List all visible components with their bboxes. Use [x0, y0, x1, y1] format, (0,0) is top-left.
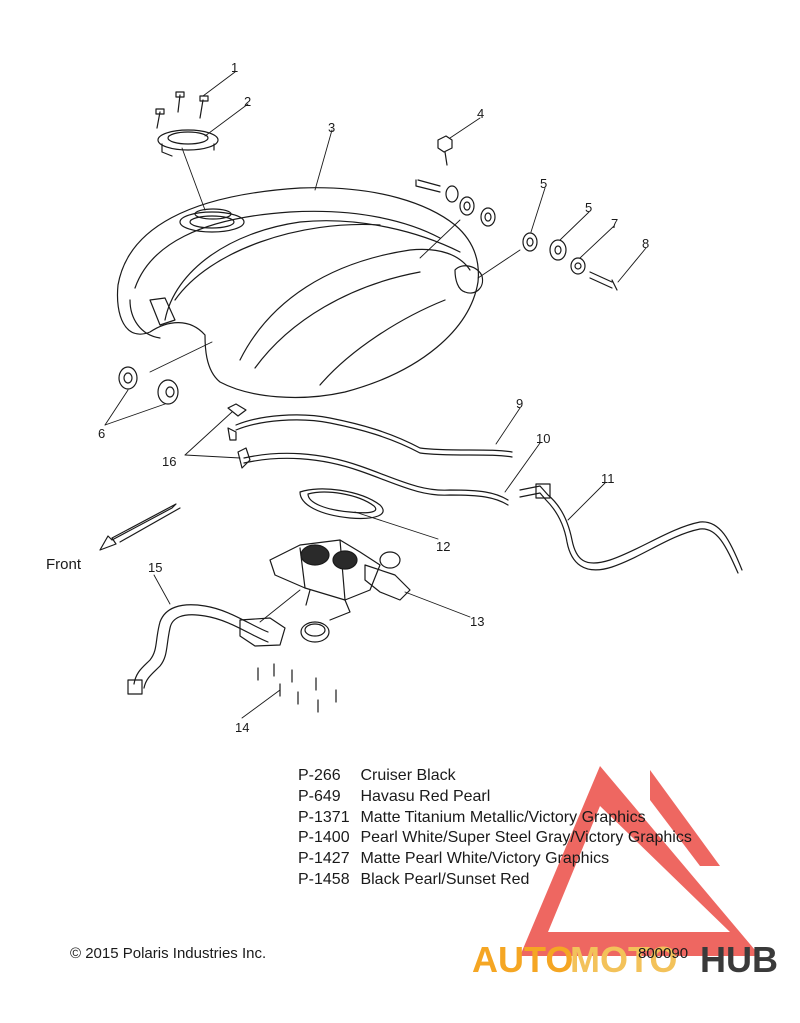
automotohub-watermark: AUTO MOTO HUB — [472, 766, 778, 980]
filler-ring — [157, 129, 219, 157]
pump-gasket — [299, 488, 384, 520]
watermark-auto: AUTO — [472, 939, 573, 980]
paint-option: P-266 Cruiser Black — [298, 767, 456, 784]
watermark-hub: HUB — [700, 939, 778, 980]
mount-hardware-right — [522, 232, 618, 291]
callout-14: 14 — [235, 720, 249, 735]
fuel-pump — [269, 539, 411, 643]
mount-bolt-left — [415, 179, 496, 227]
paint-option: P-1400 Pearl White/Super Steel Gray/Vict… — [298, 829, 692, 847]
callout-16: 16 — [162, 454, 176, 469]
watermark-moto: MOTO — [570, 939, 677, 980]
fuel-tank — [116, 187, 484, 399]
callout-15: 15 — [148, 560, 162, 575]
callout-2: 2 — [244, 94, 251, 109]
callout-8: 8 — [642, 236, 649, 251]
filler-screws — [155, 91, 209, 129]
paint-options-list: P-266 Cruiser Black P-649 Havasu Red Pea… — [298, 766, 692, 891]
callout-11: 11 — [601, 471, 615, 486]
leader-lines — [104, 71, 647, 719]
vent-hoses — [227, 403, 513, 506]
callout-6: 6 — [98, 426, 105, 441]
callout-4: 4 — [477, 106, 484, 121]
watermark-triangle-icon — [520, 766, 760, 956]
callout-9: 9 — [516, 396, 523, 411]
callout-13: 13 — [470, 614, 484, 629]
paint-option: P-649 Havasu Red Pearl — [298, 787, 491, 805]
fuel-line — [519, 483, 743, 574]
fuel-hose — [127, 604, 286, 695]
callout-7: 7 — [611, 216, 618, 231]
diagram-id: 800090 — [638, 945, 689, 962]
callout-10: 10 — [536, 431, 550, 446]
callout-1: 1 — [231, 60, 238, 75]
pump-screws — [257, 663, 337, 713]
callout-12: 12 — [436, 539, 450, 554]
grommets — [118, 366, 179, 405]
copyright-notice: © 2015 Polaris Industries Inc. — [70, 945, 267, 962]
paint-option: P-1458 Black Pearl/Sunset Red — [298, 870, 530, 888]
callout-numbers: 1 2 3 4 5 5 6 7 8 9 10 11 12 13 14 15 16… — [46, 60, 649, 735]
callout-5b: 5 — [585, 200, 592, 215]
callout-3: 3 — [328, 120, 335, 135]
front-label: Front — [46, 556, 82, 573]
front-arrow-icon — [99, 503, 181, 551]
paint-option: P-1427 Matte Pearl White/Victory Graphic… — [298, 850, 610, 868]
callout-5a: 5 — [540, 176, 547, 191]
bolt-4 — [437, 135, 453, 166]
paint-option: P-1371 Matte Titanium Metallic/Victory G… — [298, 808, 646, 826]
